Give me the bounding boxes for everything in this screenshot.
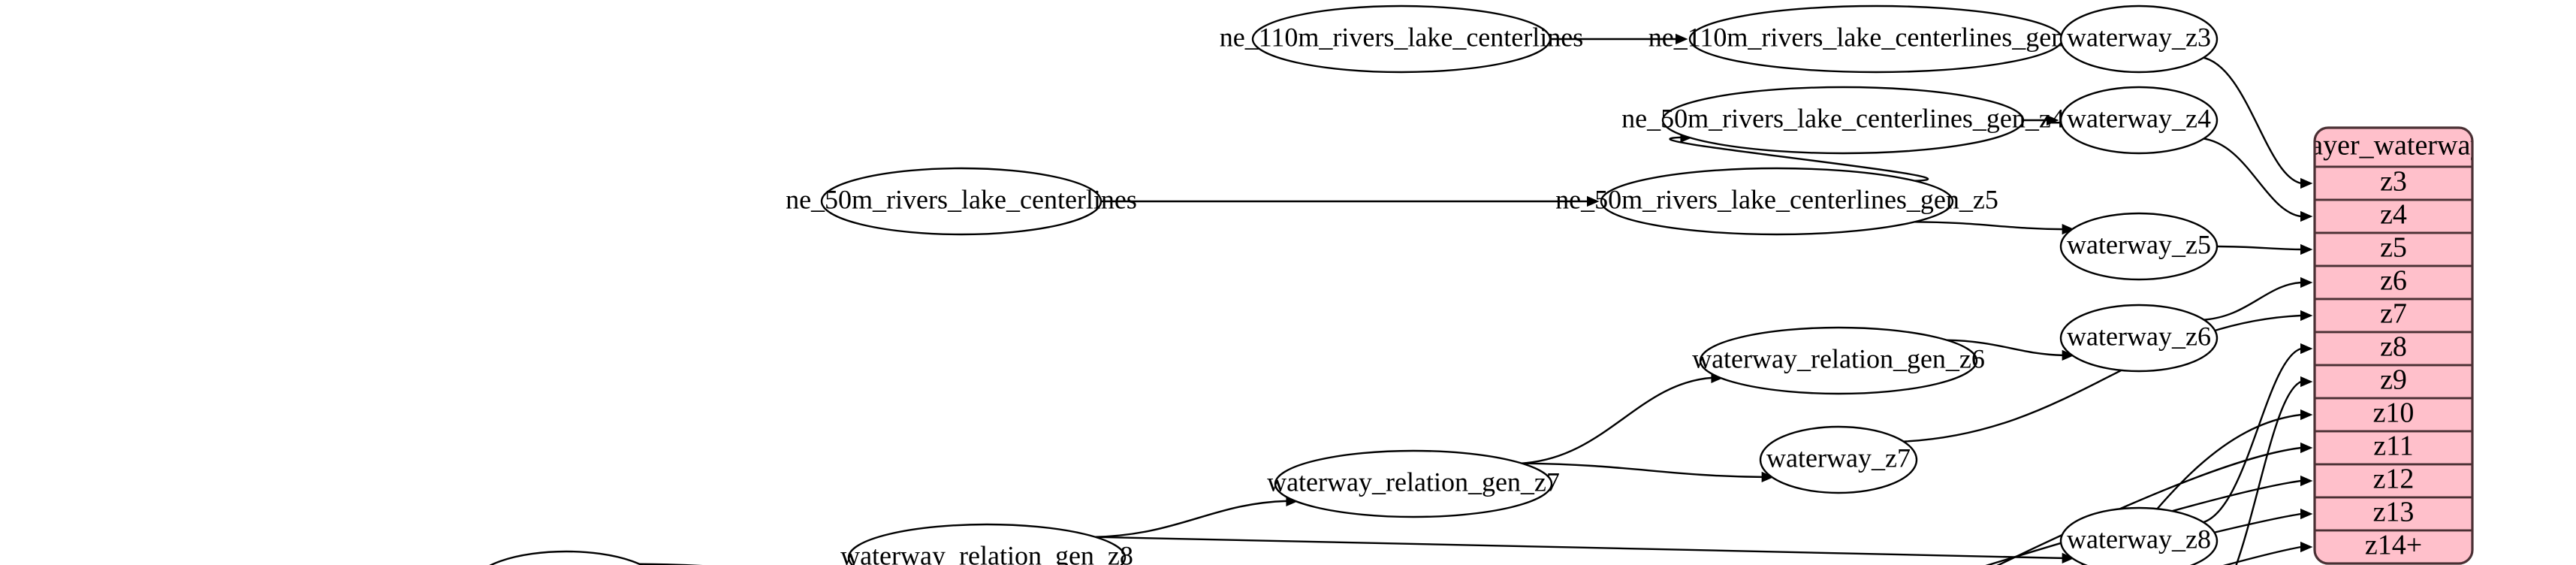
node-layer: imposm3osm_waterway_relationosm_waterway… [466,5,2219,565]
graph-node-waterway_z3[interactable]: waterway_z3 [2059,5,2219,74]
node-shape [1600,167,1954,236]
layer-waterway-table: layer_waterwayz3z4z5z6z7z8z9z10z11z12z13… [2313,126,2474,565]
graph-node-waterway_z5[interactable]: waterway_z5 [2059,212,2219,281]
node-shape [1251,5,1552,74]
edge-arrowhead-icon [2300,243,2313,255]
graph-node-waterway_z4[interactable]: waterway_z4 [2059,86,2219,155]
graph-node-waterway_relation[interactable]: waterway_relation [466,550,667,565]
table-row-z10[interactable] [2315,397,2472,433]
graph-edge-waterway_z7-to-layer_waterway-z7 [1901,314,2302,443]
graph-node-ne_110m_rivers_lake_centerlines[interactable]: ne_110m_rivers_lake_centerlines [1220,5,1584,74]
graph-node-waterway_z7[interactable]: waterway_z7 [1759,425,1918,494]
edge-arrowhead-icon [2300,409,2313,421]
graph-node-ne_110m_rivers_lake_centerlines_gen_z3[interactable]: ne_110m_rivers_lake_centerlines_gen_z3 [1648,5,2104,74]
graph-edge-ne_50m_rivers_lake_centerlines_gen_z5-to-waterway_z5 [1914,221,2063,231]
graph-node-waterway_z6[interactable]: waterway_z6 [2059,304,2219,373]
graph-edge-waterway_relation_gen_z7-to-waterway_relation_gen_z6 [1521,376,1712,464]
table-row-z3[interactable] [2315,165,2472,201]
table-row-z4[interactable] [2315,198,2472,234]
table-row-z8[interactable] [2315,331,2472,367]
node-shape [1661,86,2025,155]
table-row-z13[interactable] [2315,496,2472,532]
table-row-z12[interactable] [2315,463,2472,499]
table-header-cell [2315,128,2472,168]
table-row-z9[interactable] [2315,364,2472,400]
edge-arrowhead-icon [2300,541,2313,553]
graph-node-waterway_z8[interactable]: waterway_z8 [2059,506,2219,565]
node-shape [1699,326,1978,395]
edge-arrowhead-icon [2300,310,2313,322]
edge-arrowhead-icon [1587,195,1600,207]
graph-node-waterway_relation_gen_z6[interactable]: waterway_relation_gen_z6 [1692,326,1985,395]
table-row-z5[interactable] [2315,231,2472,267]
edge-arrowhead-icon [2300,177,2313,189]
edge-arrowhead-icon [2300,442,2313,454]
graph-edge-waterway_relation_gen_z7-to-waterway_z7 [1521,462,1763,479]
edge-arrowhead-icon [1676,33,1688,45]
graph-edge-waterway_z8-to-layer_waterway-z8 [2200,347,2302,524]
graph-edge-waterway_relation_gen_z8-to-waterway_z8 [1094,536,2063,560]
table-row-z7[interactable] [2315,298,2472,334]
edge-arrowhead-icon [2300,475,2313,487]
edge-arrowhead-icon [2300,276,2313,289]
graph-edge-waterway_z5-to-layer_waterway-z5 [2216,245,2302,251]
node-shape [820,167,1102,236]
edge-arrowhead-icon [2047,114,2059,126]
graph-edge-waterway_relation_gen_z6-to-waterway_z6 [1946,339,2063,357]
graph-node-ne_50m_rivers_lake_centerlines_gen_z5[interactable]: ne_50m_rivers_lake_centerlines_gen_z5 [1555,167,1998,236]
graph-node-waterway_relation_gen_z8[interactable]: waterway_relation_gen_z8 [840,523,1133,565]
graph-edge-waterway_z9-to-layer_waterway-z9 [2235,380,2302,565]
table-outline [2313,126,2474,565]
edge-arrowhead-icon [2300,210,2313,222]
graph-edge-waterway_z3-to-layer_waterway-z3 [2201,56,2302,185]
node-shape [1688,5,2064,74]
graph-node-ne_50m_rivers_lake_centerlines[interactable]: ne_50m_rivers_lake_centerlines [786,167,1137,236]
graph-edge-waterway_relation_gen_z8-to-waterway_relation_gen_z7 [1094,500,1287,538]
node-shape [2059,506,2219,565]
edge-arrowhead-icon [2300,343,2313,355]
graph-edge-waterway_z12-to-layer_waterway-z12 [1985,479,2302,565]
edge-arrowhead-icon [2300,508,2313,520]
node-shape [2059,304,2219,373]
graph-edge-waterway_z6-to-layer_waterway-z6 [2201,281,2302,321]
table-row-z11[interactable] [2315,430,2472,466]
node-shape [2059,5,2219,74]
node-shape [489,550,644,565]
graph-edge-ne_50m_rivers_lake_centerlines_gen_z5-to-ne_50m_rivers_lake_centerlines_gen_z4 [1669,136,1929,182]
graph-node-waterway_relation_gen_z7[interactable]: waterway_relation_gen_z7 [1267,449,1560,518]
node-shape [2059,212,2219,281]
node-shape [2059,86,2219,155]
node-shape [847,523,1127,565]
graph-edge-waterway_z4-to-layer_waterway-z4 [2201,137,2302,218]
table-row-z14+[interactable] [2315,529,2472,563]
node-shape [1759,425,1918,494]
graph-edge-waterway_z10-to-layer_waterway-z10 [2110,413,2302,565]
node-shape [1274,449,1553,518]
table-row-z6[interactable] [2315,264,2472,301]
edge-arrowhead-icon [2300,376,2313,388]
graph-edge-waterway_z11-to-layer_waterway-z11 [1996,446,2302,565]
